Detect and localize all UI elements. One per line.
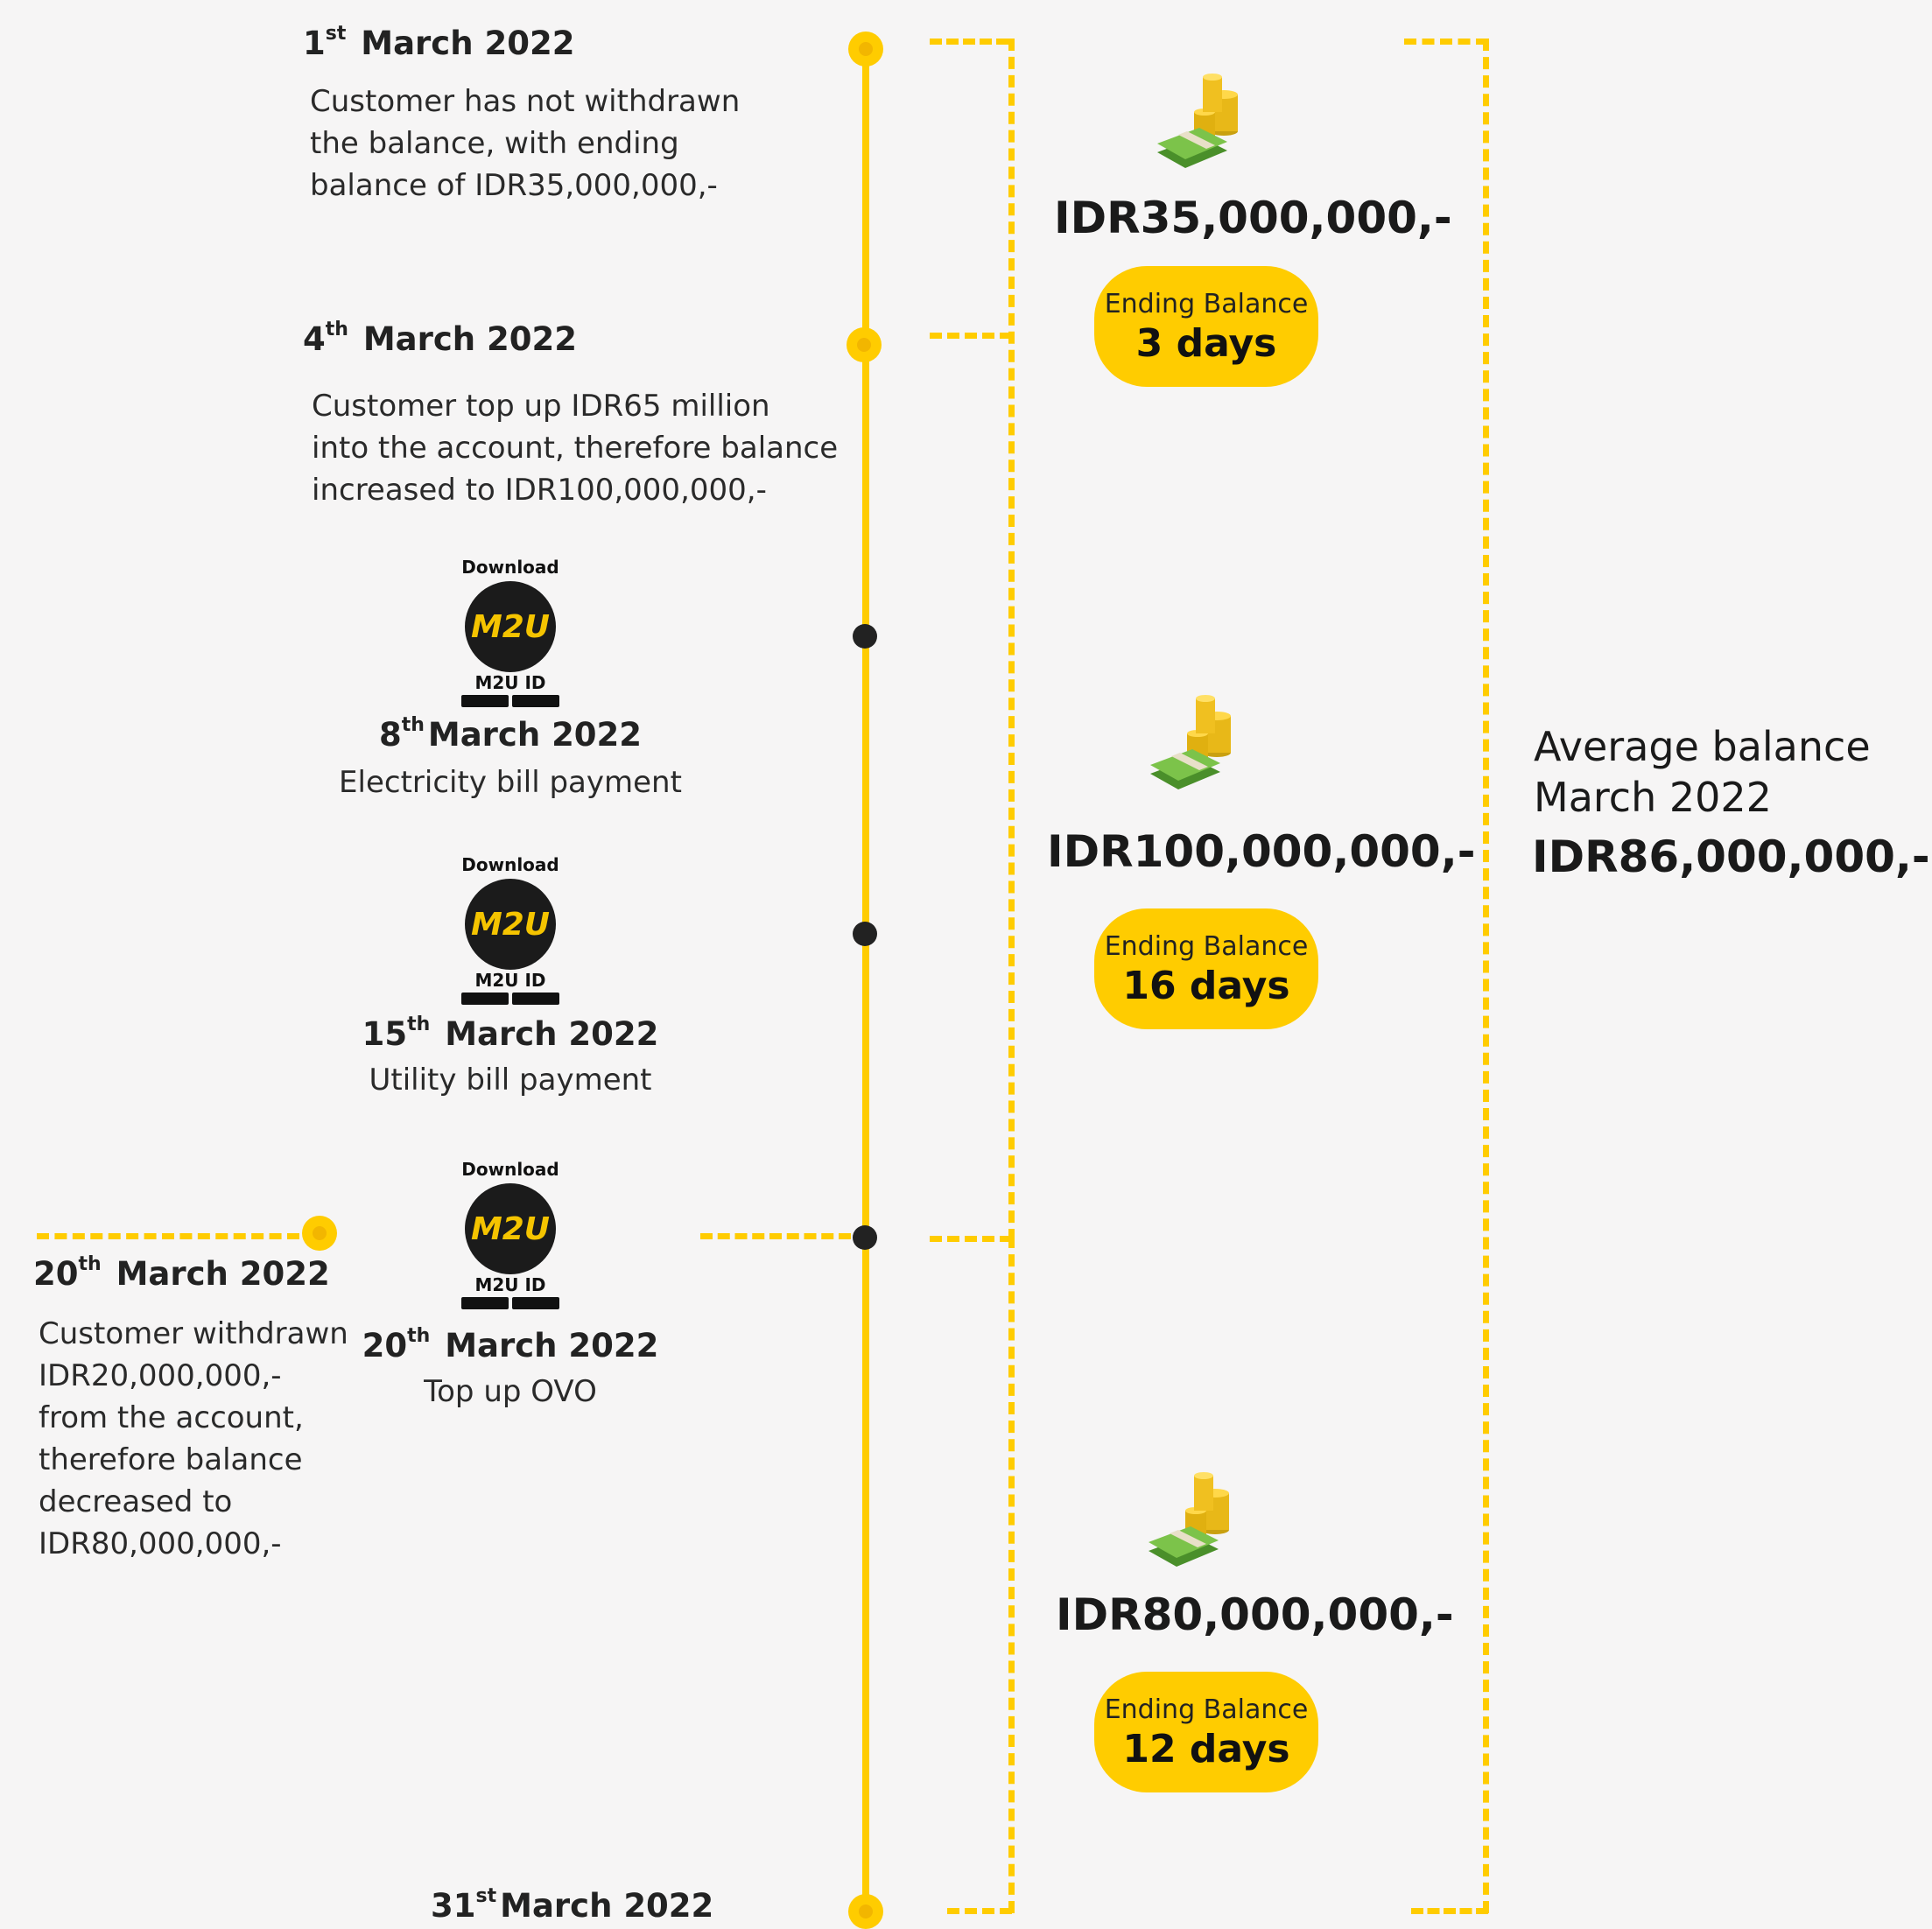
average-balance-title: Average balance	[1534, 723, 1871, 770]
ending-balance-badge: Ending Balance 12 days	[1094, 1672, 1318, 1792]
node-31st	[848, 1894, 883, 1929]
node-20th	[853, 1225, 877, 1250]
event-date: 20th March 2022	[362, 1324, 659, 1364]
event-date: 15th March 2022	[362, 1013, 659, 1053]
node-8th	[853, 624, 877, 649]
store-badges-icon	[453, 993, 567, 1005]
avg-bracket	[1483, 39, 1489, 1913]
avg-bracket-bottom	[1411, 1908, 1488, 1914]
money-stack-icon	[1149, 1472, 1229, 1567]
event-description: Top up OVO	[424, 1374, 597, 1409]
connector-20th	[930, 1236, 1012, 1242]
connector-bottom	[947, 1908, 1012, 1914]
average-balance-amount: IDR86,000,000,-	[1532, 831, 1930, 882]
event-date: 1st March 2022	[303, 22, 575, 62]
balance-amount: IDR100,000,000,-	[1047, 826, 1476, 877]
store-badges-icon	[453, 695, 567, 707]
ending-balance-badge: Ending Balance 16 days	[1094, 908, 1318, 1029]
timeline-rail	[862, 49, 869, 1911]
m2u-app-badge[interactable]: Download M2U M2U ID	[453, 1159, 567, 1316]
node-15th	[853, 922, 877, 946]
balance-amount: IDR35,000,000,-	[1054, 193, 1452, 243]
event-description: Electricity bill payment	[339, 765, 682, 800]
withdraw-connector-right	[700, 1233, 851, 1239]
avg-bracket-top	[1404, 39, 1488, 45]
store-badges-icon	[453, 1297, 567, 1309]
m2u-app-badge[interactable]: Download M2U M2U ID	[453, 557, 567, 714]
event-date: 4th March 2022	[303, 318, 577, 358]
bracket-1-2	[1008, 39, 1015, 1241]
average-balance-period: March 2022	[1534, 774, 1772, 821]
m2u-logo-icon: M2U	[465, 1183, 556, 1274]
event-description: Utility bill payment	[369, 1063, 652, 1098]
ending-balance-badge: Ending Balance 3 days	[1094, 266, 1318, 387]
event-date: 20th March 2022	[33, 1252, 330, 1293]
connector-4th	[930, 333, 1012, 339]
bracket-3	[1008, 1236, 1015, 1913]
m2u-logo-icon: M2U	[465, 581, 556, 672]
node-1st	[848, 32, 883, 67]
node-withdraw	[302, 1216, 337, 1251]
balance-amount: IDR80,000,000,-	[1056, 1589, 1454, 1640]
m2u-logo-icon: M2U	[465, 879, 556, 970]
node-4th	[847, 327, 882, 362]
money-stack-icon	[1157, 74, 1238, 168]
money-stack-icon	[1150, 695, 1231, 789]
withdraw-connector-left	[37, 1233, 299, 1239]
connector-top	[930, 39, 1008, 45]
m2u-app-badge[interactable]: Download M2U M2U ID	[453, 854, 567, 1012]
